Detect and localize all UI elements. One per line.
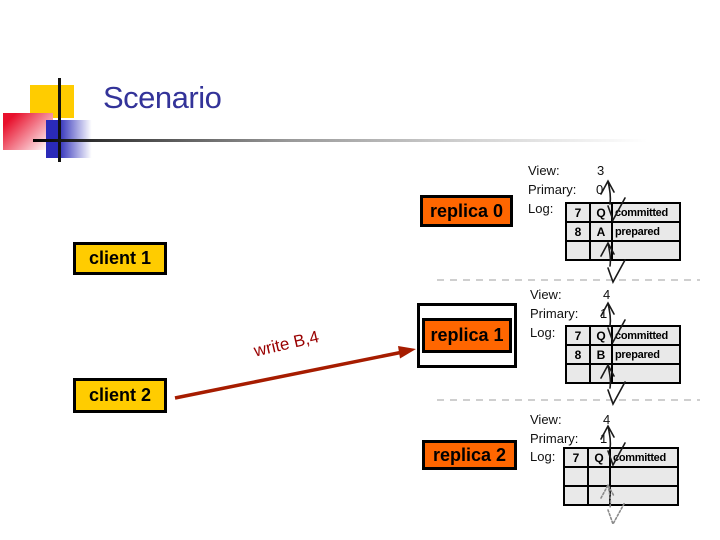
check-mark-annotation <box>598 362 630 412</box>
log-row: 7 Q committed <box>565 325 681 346</box>
view-label: View: <box>530 412 562 427</box>
write-request-label: write B,4 <box>252 327 321 361</box>
log-table-replica-1: 7 Q committed 8 B prepared <box>565 325 681 384</box>
view-value: 3 <box>597 163 605 178</box>
primary-value: 1 <box>600 431 608 446</box>
log-row <box>563 466 679 487</box>
node-client-2: client 2 <box>73 378 167 413</box>
check-mark-annotation <box>598 240 630 290</box>
node-replica-1: replica 1 <box>422 318 512 353</box>
log-row <box>565 363 681 384</box>
primary-value: 0 <box>596 182 604 197</box>
log-cell-seq: 7 <box>565 325 591 346</box>
log-cell-seq: 8 <box>565 221 591 242</box>
log-cell-op: Q <box>589 202 613 223</box>
node-replica-2: replica 2 <box>422 440 517 470</box>
log-label: Log: <box>530 449 556 464</box>
page-title: Scenario <box>103 80 222 115</box>
log-cell-seq <box>565 240 591 261</box>
log-cell-status: committed <box>611 325 681 346</box>
view-value: 4 <box>603 412 611 427</box>
log-row: 8 B prepared <box>565 344 681 365</box>
title-underline <box>33 139 673 142</box>
log-cell-status: prepared <box>611 344 681 365</box>
section-divider <box>437 279 700 281</box>
log-cell-seq <box>563 466 589 487</box>
deco-vertical-line <box>58 78 61 162</box>
check-mark-annotation <box>598 423 630 473</box>
node-replica-1-highlight-frame: replica 1 <box>417 303 517 368</box>
log-cell-status: committed <box>611 202 681 223</box>
view-label: View: <box>528 163 560 178</box>
deco-square-red-icon <box>3 113 53 150</box>
log-cell-status <box>609 485 679 506</box>
check-mark-annotation <box>598 178 630 228</box>
log-cell-seq <box>563 485 589 506</box>
log-cell-seq: 7 <box>563 447 589 468</box>
log-cell-seq: 8 <box>565 344 591 365</box>
log-table-replica-0: 7 Q committed 8 A prepared <box>565 202 681 261</box>
log-label: Log: <box>528 201 554 216</box>
view-label: View: <box>530 287 562 302</box>
log-cell-seq <box>565 363 591 384</box>
primary-label: Primary: <box>530 306 579 321</box>
node-replica-2-label: replica 2 <box>432 444 507 465</box>
log-row <box>565 240 681 261</box>
node-replica-0: replica 0 <box>420 195 513 227</box>
log-cell-op: B <box>589 344 613 365</box>
log-cell-status <box>611 240 681 261</box>
log-cell-status <box>609 466 679 487</box>
log-cell-seq: 7 <box>565 202 591 223</box>
view-value: 4 <box>603 287 611 302</box>
log-cell-op: Q <box>587 447 611 468</box>
deco-square-yellow-icon <box>30 85 74 118</box>
node-replica-0-label: replica 0 <box>429 200 504 221</box>
log-cell-status <box>611 363 681 384</box>
node-client-1-label: client 1 <box>88 248 152 268</box>
node-client-1: client 1 <box>73 242 167 275</box>
node-client-2-label: client 2 <box>88 385 152 405</box>
primary-label: Primary: <box>530 431 579 446</box>
section-divider <box>437 399 700 401</box>
primary-label: Primary: <box>528 182 577 197</box>
log-cell-op: A <box>589 221 613 242</box>
primary-value: 1 <box>600 306 608 321</box>
log-row: 7 Q committed <box>565 202 681 223</box>
log-label: Log: <box>530 325 556 340</box>
check-mark-annotation <box>598 300 630 350</box>
log-cell-op <box>587 466 611 487</box>
node-replica-1-label: replica 1 <box>430 325 504 345</box>
log-cell-status: prepared <box>611 221 681 242</box>
log-row: 8 A prepared <box>565 221 681 242</box>
check-mark-annotation <box>598 482 630 532</box>
